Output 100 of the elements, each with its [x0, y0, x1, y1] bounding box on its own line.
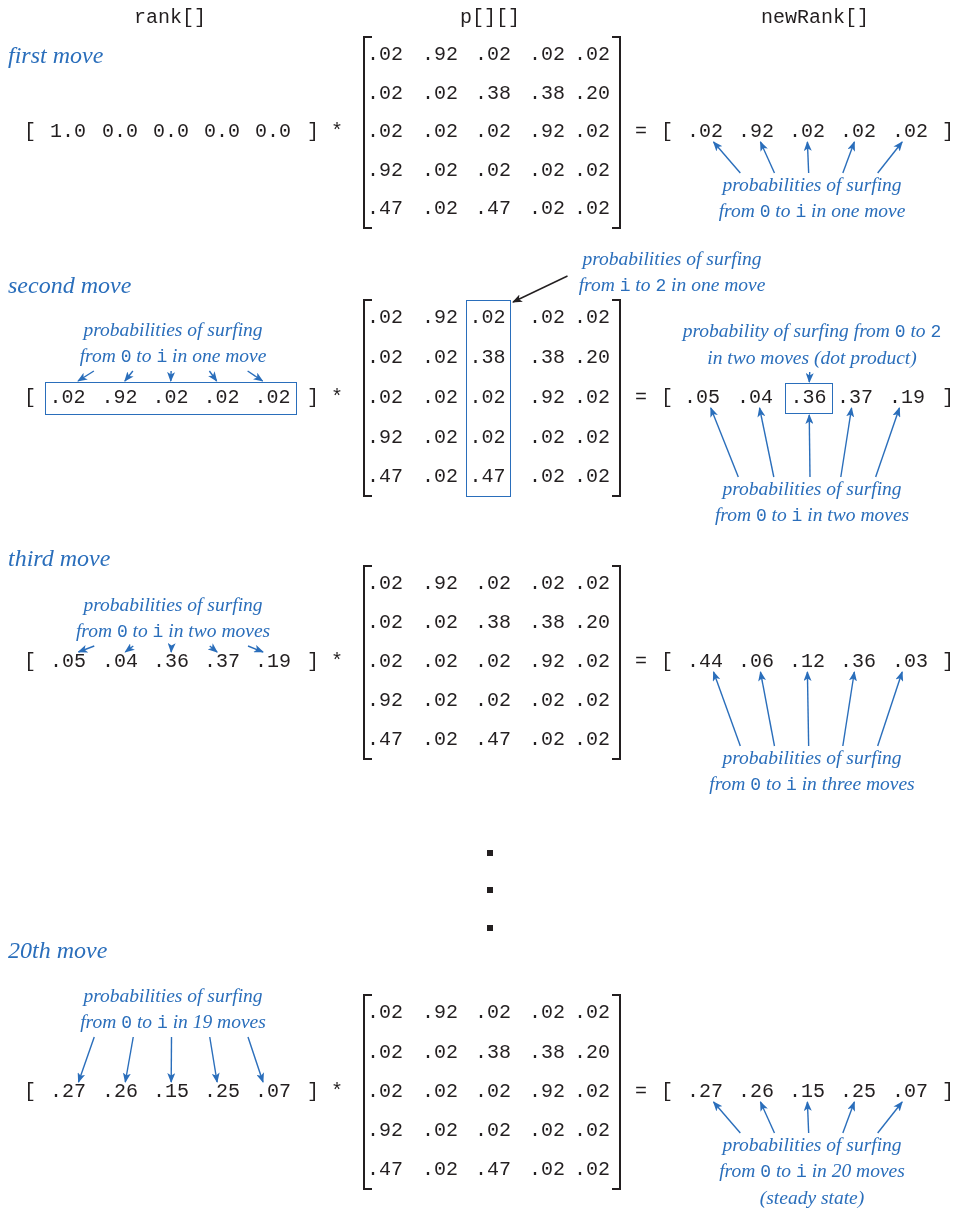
matrix-entry: .02 [529, 731, 565, 749]
vector-entry: .15 [789, 1083, 825, 1101]
matrix-entry: .38 [475, 614, 511, 632]
leader-arrow [757, 407, 775, 478]
bracket: [ [24, 123, 36, 141]
matrix-entry: .02 [422, 1122, 458, 1140]
matrix-entry: .92 [529, 1083, 565, 1101]
vector-entry: .02 [789, 123, 825, 141]
vector-entry: .02 [49, 388, 86, 407]
vector-entry: 0.0 [204, 123, 240, 141]
matrix-entry: .47 [367, 468, 403, 486]
matrix-entry: .47 [367, 731, 403, 749]
matrix-entry: .02 [422, 731, 458, 749]
column-header: rank[] [134, 9, 206, 27]
vector-entry: .07 [255, 1083, 291, 1101]
vector-entry: .36 [790, 388, 827, 407]
matrix-entry: .02 [529, 429, 565, 447]
matrix-entry: .02 [529, 200, 565, 218]
leader-arrow [842, 1101, 856, 1134]
leader-arrow [167, 370, 176, 382]
vector-entry: .05 [684, 389, 720, 407]
leader-arrow [876, 1101, 903, 1134]
vector-entry: .19 [255, 653, 291, 671]
matrix-entry: .02 [367, 614, 403, 632]
matrix-entry: .38 [469, 348, 506, 367]
leader-arrow [758, 671, 776, 747]
leader-arrow [512, 275, 569, 303]
annotation-text: probabilities of surfing from 0 to i in one move [709, 172, 915, 225]
leader-arrow [247, 1036, 264, 1083]
leader-arrow [842, 141, 856, 174]
bracket: ] [942, 653, 954, 671]
matrix-entry: .92 [367, 1122, 403, 1140]
operator: = [635, 123, 647, 141]
vector-entry: .02 [892, 123, 928, 141]
matrix-entry: .02 [422, 1161, 458, 1179]
matrix-entry: .47 [475, 731, 511, 749]
matrix-entry: .92 [422, 1004, 458, 1022]
matrix-entry: .02 [367, 85, 403, 103]
matrix-entry: .92 [529, 123, 565, 141]
matrix-entry: .92 [422, 309, 458, 327]
leader-arrow [207, 643, 218, 653]
vector-entry: .25 [840, 1083, 876, 1101]
annotation-text: probabilities of surfing from 0 to i in three moves [704, 745, 920, 798]
matrix-entry: .02 [574, 1004, 610, 1022]
leader-arrow [876, 671, 904, 747]
vector-entry: .02 [152, 388, 189, 407]
leader-arrow [759, 1101, 776, 1134]
bracket: ] [307, 389, 319, 407]
vector-entry: .15 [153, 1083, 189, 1101]
bracket: [ [24, 653, 36, 671]
leader-arrow [840, 407, 855, 478]
matrix-entry: .38 [529, 1044, 565, 1062]
highlight-box [785, 383, 833, 414]
matrix-entry: .02 [574, 468, 610, 486]
matrix-entry: .47 [469, 467, 506, 486]
matrix-entry: .02 [574, 46, 610, 64]
vector-entry: .04 [102, 653, 138, 671]
matrix-entry: .02 [367, 575, 403, 593]
matrix-entry: .02 [422, 389, 458, 407]
matrix-entry: .02 [422, 1083, 458, 1101]
matrix-entry: .92 [367, 162, 403, 180]
vector-entry: .05 [50, 653, 86, 671]
matrix-entry: .02 [574, 389, 610, 407]
operator: * [331, 653, 343, 671]
matrix-entry: .92 [367, 429, 403, 447]
matrix-entry: .02 [422, 614, 458, 632]
matrix-entry: .20 [574, 349, 610, 367]
matrix-entry: .02 [367, 46, 403, 64]
matrix-entry: .02 [367, 309, 403, 327]
matrix-entry: .02 [574, 731, 610, 749]
vector-entry: .06 [738, 653, 774, 671]
matrix-entry: .92 [367, 692, 403, 710]
matrix-entry: .47 [475, 200, 511, 218]
matrix-entry: .02 [529, 468, 565, 486]
matrix-entry: .38 [529, 349, 565, 367]
vector-entry: .36 [153, 653, 189, 671]
vector-entry: .27 [687, 1083, 723, 1101]
matrix-entry: .02 [422, 200, 458, 218]
matrix-entry: .38 [475, 85, 511, 103]
leader-arrow [246, 370, 264, 382]
matrix-entry: .02 [367, 1044, 403, 1062]
leader-arrow [842, 671, 857, 747]
leader-arrow [167, 1036, 176, 1083]
matrix-entry: .02 [422, 429, 458, 447]
row-title: first move [8, 41, 104, 69]
matrix-entry: .02 [574, 200, 610, 218]
vector-entry: 1.0 [50, 123, 86, 141]
leader-arrow [876, 141, 903, 174]
vector-entry: 0.0 [153, 123, 189, 141]
vector-entry: .26 [738, 1083, 774, 1101]
bracket: [ [661, 389, 673, 407]
matrix-entry: .02 [529, 1122, 565, 1140]
vector-entry: 0.0 [255, 123, 291, 141]
matrix-entry: .02 [475, 653, 511, 671]
matrix-entry: .20 [574, 614, 610, 632]
matrix-entry: .02 [469, 308, 506, 327]
matrix-entry: .02 [422, 85, 458, 103]
matrix-entry: .02 [529, 46, 565, 64]
vector-entry: .37 [837, 389, 873, 407]
matrix-entry: .92 [422, 46, 458, 64]
